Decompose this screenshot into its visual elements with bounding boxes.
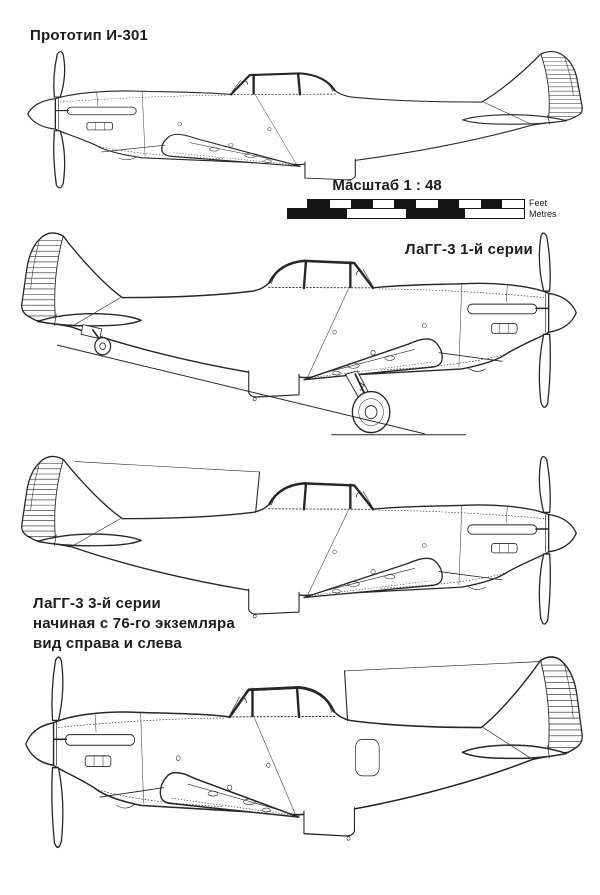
drawing-lagg3-series1 bbox=[6, 222, 598, 451]
scale-bar-segment bbox=[288, 209, 347, 218]
label-series3-line2: начиная с 76-го экземляра bbox=[33, 615, 235, 632]
scale-bar-unit-labels: Feet Metres bbox=[529, 198, 557, 219]
label-series3-line3: вид справа и слева bbox=[33, 635, 182, 652]
scale-bar-segment bbox=[406, 209, 465, 218]
label-series3-line1: ЛаГГ-3 3-й серии bbox=[33, 595, 161, 612]
scale-bar-segment bbox=[502, 200, 524, 208]
scale-bar-segment bbox=[437, 200, 460, 208]
scale-bar: Feet Metres bbox=[287, 198, 557, 219]
scale-bar-segment bbox=[347, 209, 406, 218]
scale-bar-segment bbox=[308, 200, 330, 208]
scale-bar-segment bbox=[394, 200, 416, 208]
label-prototype-i301: Прототип И-301 bbox=[30, 27, 149, 44]
label-lagg3-series1: ЛаГГ-3 1-й серии bbox=[405, 241, 533, 258]
drawing-lagg3-series3-left bbox=[4, 645, 598, 895]
scale-bar-segment bbox=[415, 200, 438, 208]
scale-bar-metres-row bbox=[287, 208, 525, 219]
scale-bar-segment bbox=[459, 200, 481, 208]
drawing-lagg3-series3-right bbox=[6, 446, 598, 666]
scale-bar-segment bbox=[480, 200, 503, 208]
landing-gear-and-ground bbox=[56, 324, 467, 436]
scale-bar-segment bbox=[465, 209, 524, 218]
drawing-i301-prototype bbox=[6, 43, 598, 222]
scale-bar-metres-label: Metres bbox=[529, 208, 557, 219]
scale-bar-segment bbox=[329, 200, 352, 208]
label-lagg3-series3: ЛаГГ-3 3-й серии начиная с 76-го экземля… bbox=[33, 594, 235, 654]
antenna bbox=[74, 461, 261, 513]
scale-title: Масштаб 1 : 48 bbox=[332, 177, 442, 194]
antenna-and-panel bbox=[344, 661, 542, 777]
scale-bar-feet-label: Feet bbox=[529, 198, 548, 208]
scale-bar-segment bbox=[372, 200, 395, 208]
scale-bar-segment bbox=[351, 200, 373, 208]
